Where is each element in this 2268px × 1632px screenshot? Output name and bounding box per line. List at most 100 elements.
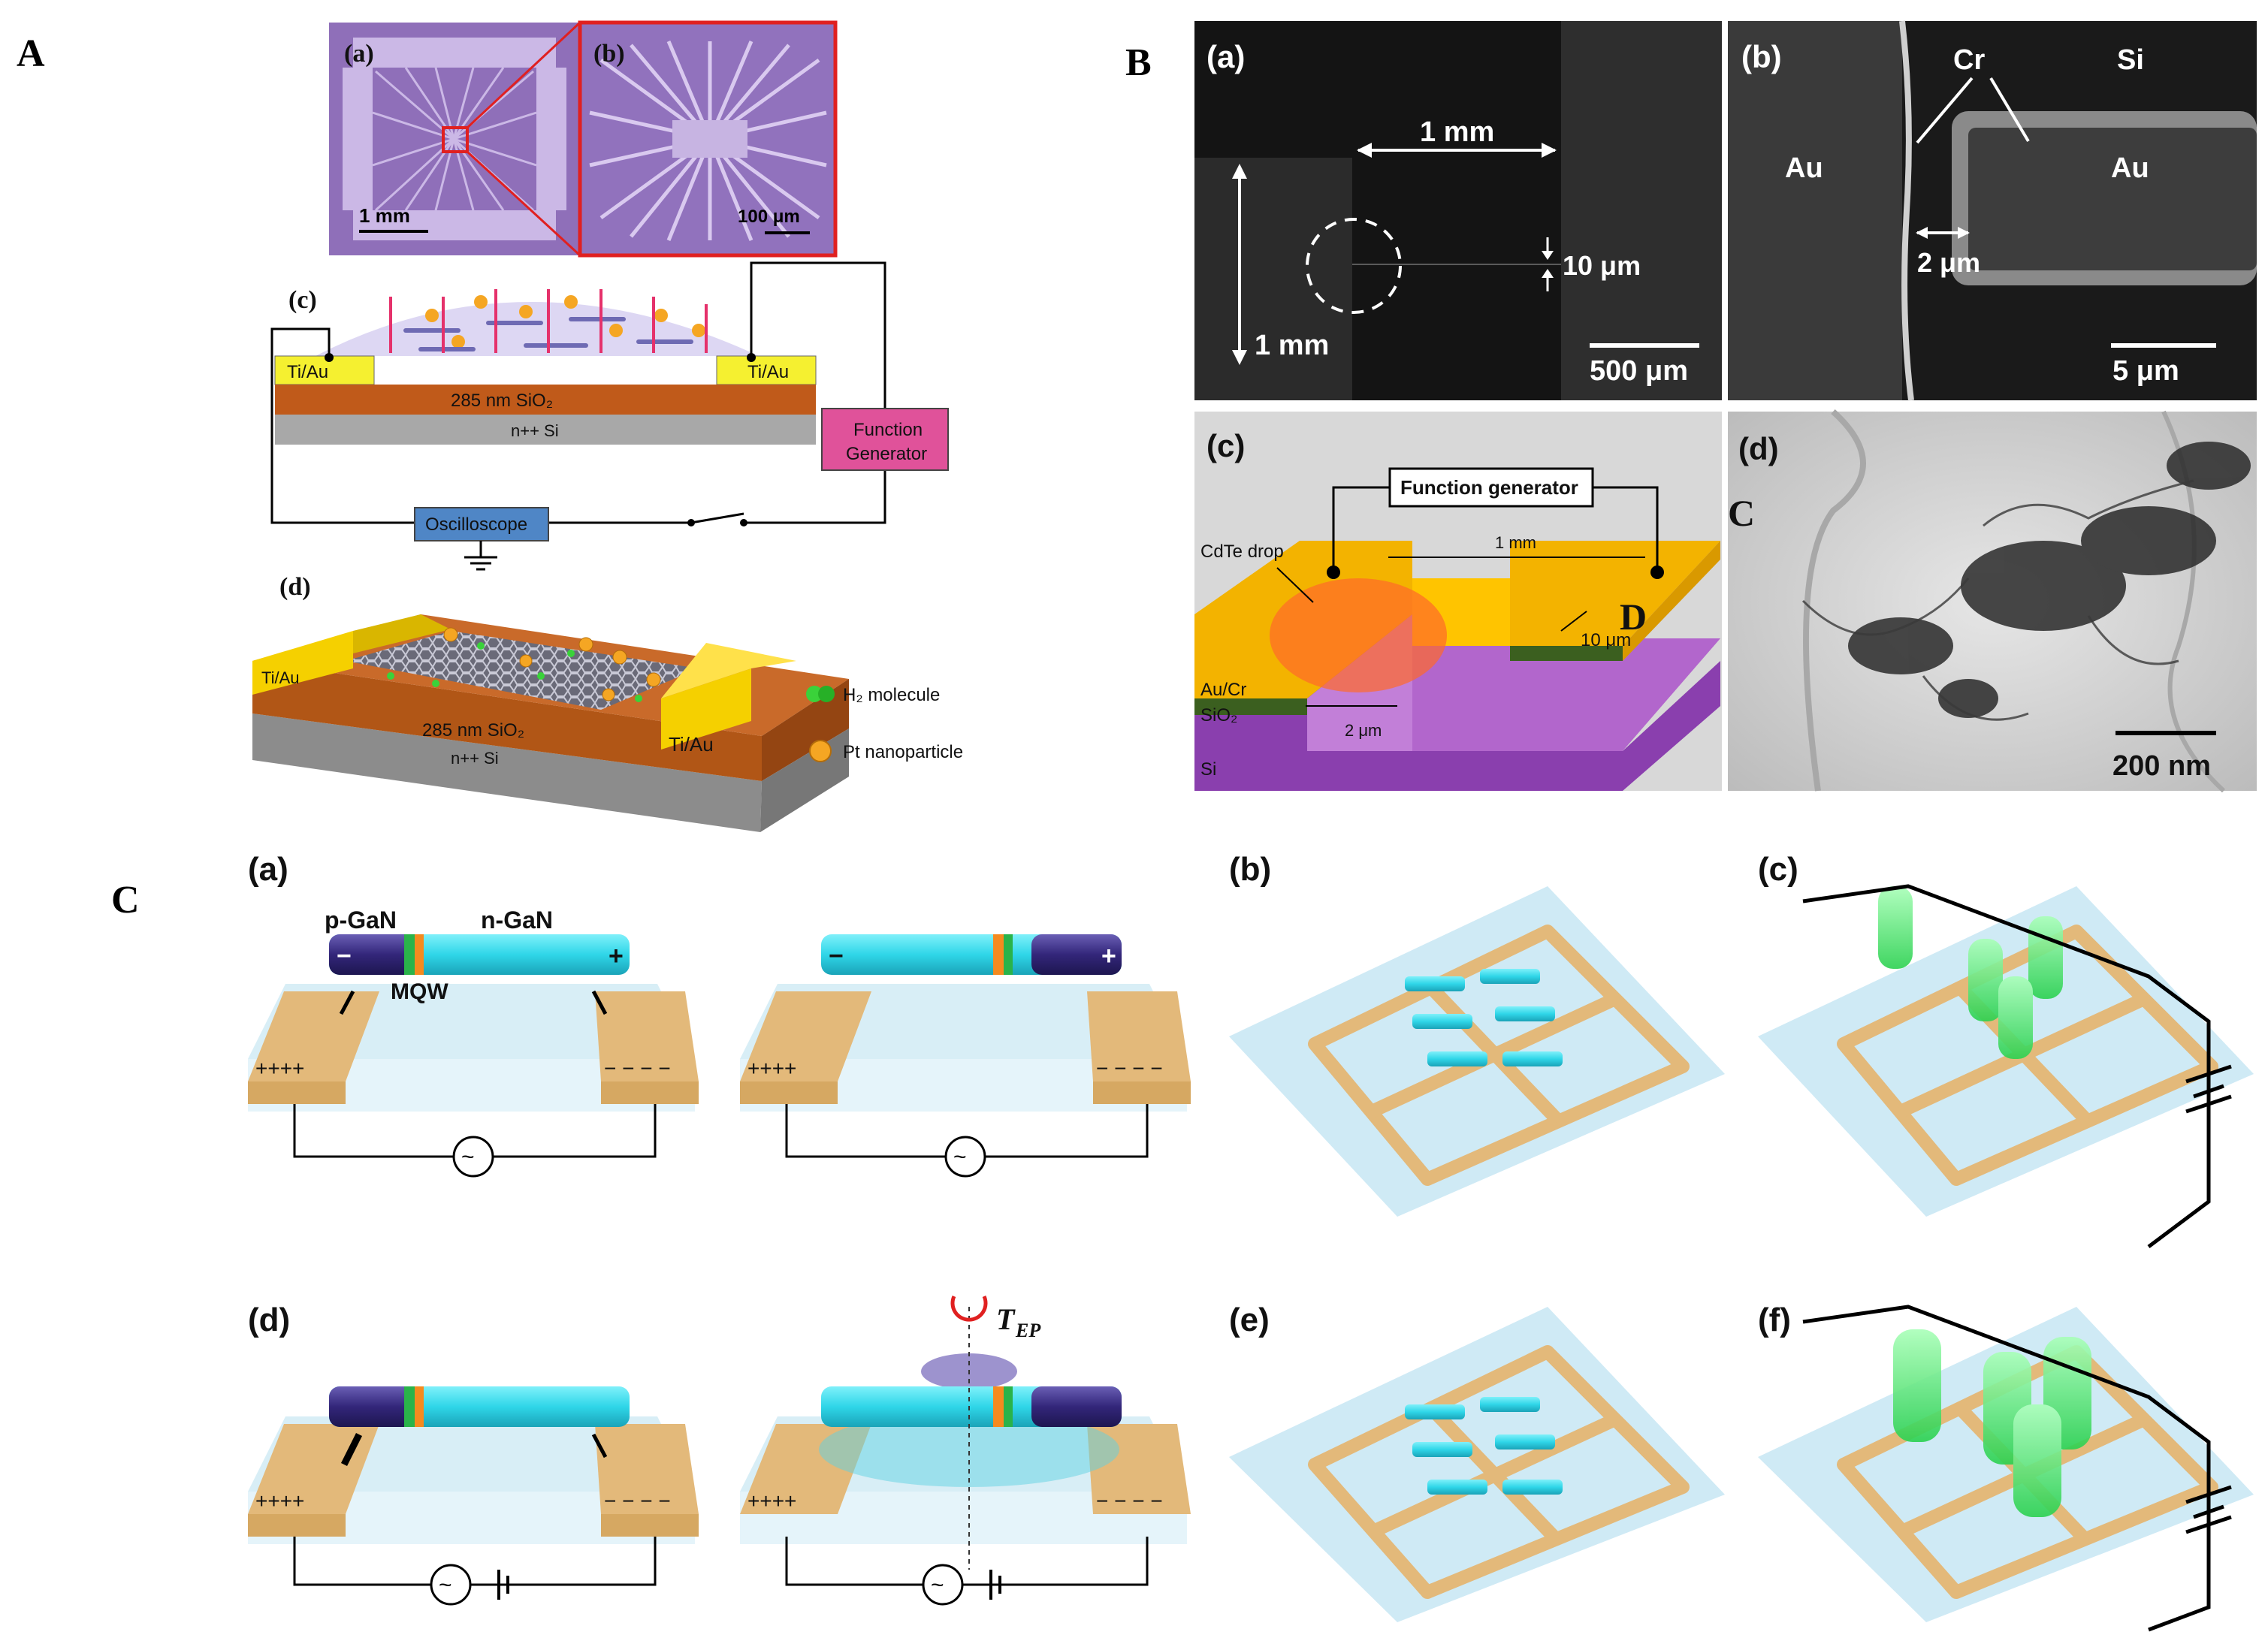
B-d-tem: (d) C 200 nm xyxy=(1728,409,2257,793)
pt-nanoparticle-icon xyxy=(809,740,832,762)
A-a-label: (a) xyxy=(344,40,374,68)
svg-text:++++: ++++ xyxy=(255,1057,304,1080)
C-d-label: (d) xyxy=(248,1302,290,1338)
svg-text:− − − −: − − − − xyxy=(604,1057,671,1080)
svg-text:+: + xyxy=(609,942,624,970)
A-b-scale-text: 100 μm xyxy=(738,207,800,227)
A-c-substrate xyxy=(275,415,816,445)
C-d-torque-text: T xyxy=(996,1302,1016,1336)
A-d-oxide-text: 285 nm SiO₂ xyxy=(422,720,524,741)
B-c-fg-text: Function generator xyxy=(1400,476,1578,499)
svg-text:− − − −: − − − − xyxy=(1096,1057,1163,1080)
A-b-micrograph: (b) 100 μm xyxy=(578,20,838,258)
h2-molecule-icon xyxy=(806,686,835,702)
B-c-sio2-text: SiO₂ xyxy=(1200,705,1237,726)
svg-text:− − − −: − − − − xyxy=(1096,1489,1163,1513)
A-zoom-lines xyxy=(466,21,581,257)
svg-text:~: ~ xyxy=(461,1145,475,1169)
B-a-height-text: 1 mm xyxy=(1255,330,1329,361)
A-d-label: (d) xyxy=(279,573,311,601)
A-a-zoom-box xyxy=(442,126,469,153)
B-b-au-right-text: Au xyxy=(2111,152,2149,184)
A-c-wires xyxy=(270,261,886,524)
svg-text:− − − −: − − − − xyxy=(604,1489,671,1513)
battery-icon xyxy=(2185,1064,2232,1114)
C-e-label: (e) xyxy=(1229,1302,1270,1338)
C-a-n-gan-text: n-GaN xyxy=(481,906,553,934)
C-a-mqw-text: MQW xyxy=(391,979,448,1004)
svg-text:~: ~ xyxy=(931,1573,944,1597)
A-c-field-arrows xyxy=(389,289,708,353)
A-c-schematic: (c) Ti/Au Ti/Au 285 nm SiO₂ n++ Si xyxy=(270,261,949,571)
B-c-marker: D xyxy=(1620,596,1647,638)
A-c-fg-line1: Function xyxy=(853,420,923,440)
A-c-oscilloscope xyxy=(414,507,549,541)
B-a-scale-text: 500 μm xyxy=(1590,355,1688,387)
B-b-scale-text: 5 μm xyxy=(2112,355,2179,387)
A-a-pads xyxy=(343,38,566,240)
ground-icon xyxy=(464,541,497,571)
panel-label-A: A xyxy=(17,32,45,75)
B-a-label: (a) xyxy=(1206,39,1245,74)
svg-text:−: − xyxy=(829,942,844,970)
C-a-p-gan-text: p-GaN xyxy=(325,906,397,934)
A-b-label: (b) xyxy=(593,40,625,68)
A-c-substrate-text: n++ Si xyxy=(511,421,559,440)
A-c-particles xyxy=(403,295,705,351)
B-d-scale-text: 200 nm xyxy=(2112,750,2211,782)
A-c-right-contact-text: Ti/Au xyxy=(747,362,789,382)
svg-text:++++: ++++ xyxy=(747,1489,796,1513)
A-c-left-contact xyxy=(274,355,375,385)
svg-text:++++: ++++ xyxy=(255,1489,304,1513)
B-a-sem: (a) 1 mm 1 mm 10 μm 500 μm xyxy=(1194,21,1722,400)
B-b-gap-text: 2 μm xyxy=(1917,247,1980,278)
B-a-dashed-circle xyxy=(1306,218,1402,314)
A-d-right-contact-text: Ti/Au xyxy=(669,733,714,756)
A-c-left-contact-text: Ti/Au xyxy=(287,362,328,382)
A-d-h2 xyxy=(387,642,642,702)
A-d-legend-h2: H₂ molecule xyxy=(843,685,940,705)
B-b-cr-text: Cr xyxy=(1953,44,1985,76)
B-c-label: (c) xyxy=(1206,428,1245,463)
C-f-array xyxy=(1758,1305,2254,1632)
B-d-marker: C xyxy=(1728,492,1755,534)
A-c-function-generator xyxy=(821,408,949,471)
C-a-device-right: − + ++++ − − − − ~ xyxy=(740,934,1191,1178)
C-d-device-right: T EP ++++ − − − − ~ xyxy=(740,1295,1191,1606)
B-b-sem: (b) Cr Si Au Au 2 μm 5 μm xyxy=(1728,20,2257,401)
A-d-substrate-text: n++ Si xyxy=(451,749,499,768)
C-f-label: (f) xyxy=(1758,1302,1791,1338)
rotation-icon xyxy=(950,1295,988,1322)
B-b-au-left-text: Au xyxy=(1785,152,1823,184)
A-d-legend-pt: Pt nanoparticle xyxy=(843,742,963,762)
C-b-label: (b) xyxy=(1229,851,1271,888)
B-a-gap-text: 10 μm xyxy=(1563,250,1641,281)
panel-label-C: C xyxy=(111,879,140,922)
A-d-pt-particles xyxy=(443,627,661,701)
B-b-si-text: Si xyxy=(2117,44,2144,76)
C-d-device-left: ++++ − − − − ~ xyxy=(248,1386,699,1606)
B-a-width-text: 1 mm xyxy=(1420,116,1494,148)
C-a-label: (a) xyxy=(248,851,288,888)
svg-text:++++: ++++ xyxy=(747,1057,796,1080)
battery-circuit xyxy=(1802,884,2211,1248)
B-c-depth-text: 10 μm xyxy=(1581,630,1631,650)
C-d-torque-sub: EP xyxy=(1015,1320,1041,1341)
A-c-right-contact xyxy=(716,355,817,385)
A-c-oxide-text: 285 nm SiO₂ xyxy=(451,391,553,411)
C-e-array xyxy=(1229,1307,1725,1622)
ac-source-icon xyxy=(452,1136,494,1178)
B-d-aggregates xyxy=(1848,442,2251,718)
C-a-device-left: p-GaN n-GaN MQW − + ++++ − − − − ~ xyxy=(248,906,699,1178)
svg-text:~: ~ xyxy=(439,1573,452,1597)
B-c-cdte-drop xyxy=(1270,578,1447,692)
svg-text:−: − xyxy=(337,942,352,970)
C-b-array xyxy=(1229,886,1725,1217)
A-d-left-contact-text: Ti/Au xyxy=(261,668,300,687)
A-a-scale-text: 1 mm xyxy=(359,204,410,227)
C-c-array xyxy=(1758,884,2254,1248)
B-d-label: (d) xyxy=(1738,431,1779,466)
panel-label-B: B xyxy=(1125,41,1152,84)
A-d-device: (d) Ti/Au Ti/Au 285 nm SiO₂ n++ Si H₂ mo… xyxy=(252,573,963,832)
